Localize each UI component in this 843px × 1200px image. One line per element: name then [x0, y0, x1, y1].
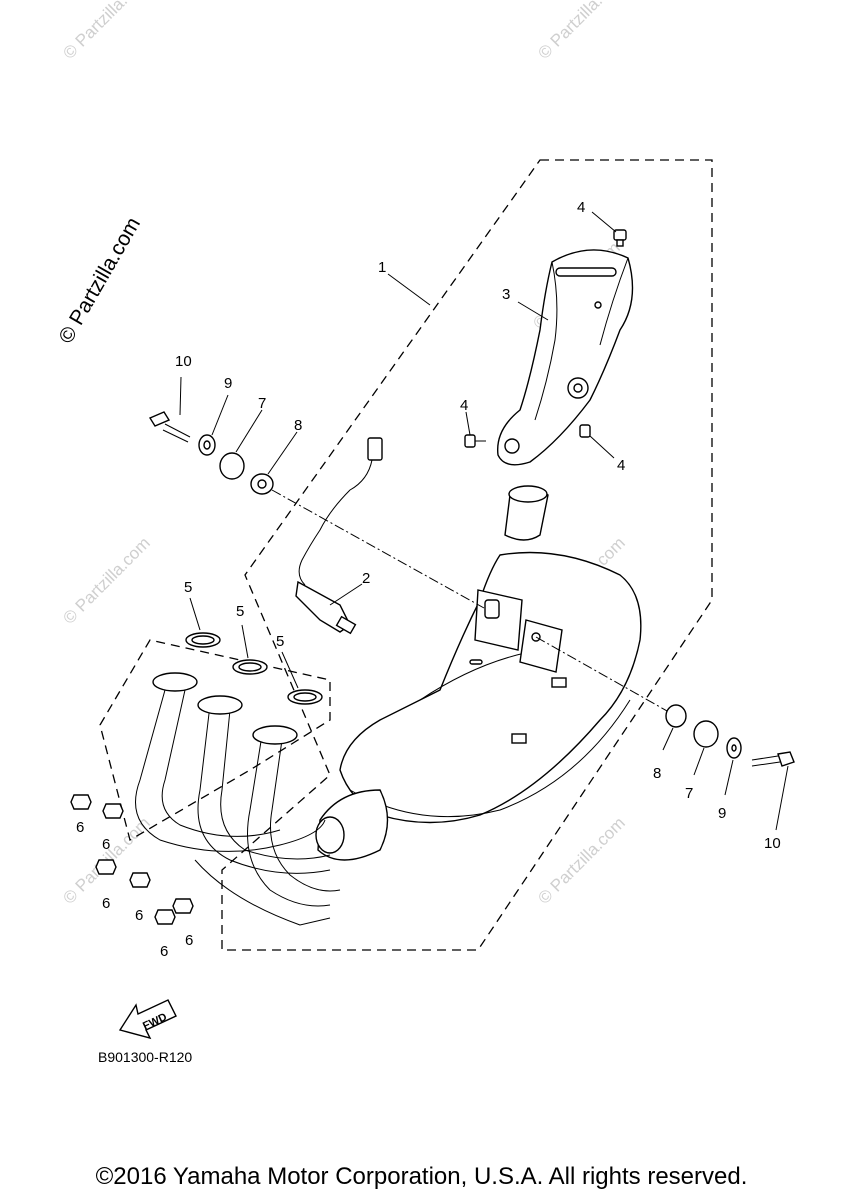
- gaskets-5: [185, 632, 323, 705]
- callout-8: 8: [653, 765, 661, 782]
- diagram-code: B901300-R120: [98, 1049, 193, 1065]
- bolt-4-right: [579, 424, 591, 438]
- fwd-arrow-icon: FWD: [118, 999, 177, 1040]
- muffler-body: [315, 485, 642, 861]
- callout-numbers: 1 2 3 4 4 4 5 5 5 6 6 6 6 6 6 7 7 8 8 9 …: [76, 199, 781, 960]
- leader-lines: [179, 211, 789, 831]
- callout-7: 7: [685, 785, 693, 802]
- callout-6: 6: [135, 907, 143, 924]
- callout-7: 7: [258, 395, 266, 412]
- callout-1: 1: [378, 259, 386, 276]
- callout-4: 4: [460, 397, 468, 414]
- nuts-6: [70, 794, 194, 925]
- assembly-boundary: [221, 159, 713, 951]
- bolt-4-top: [613, 229, 627, 247]
- callout-6: 6: [185, 932, 193, 949]
- callout-4: 4: [617, 457, 625, 474]
- watermark-faint: © Partzilla.com: [59, 0, 153, 63]
- watermark-faint: © Partzilla.com: [534, 813, 628, 907]
- header-pipes: [135, 672, 341, 926]
- watermark-main: © Partzilla.com: [54, 213, 145, 347]
- callout-5: 5: [276, 633, 284, 650]
- callout-9: 9: [224, 375, 232, 392]
- oxygen-sensor: [295, 437, 383, 635]
- callout-5: 5: [184, 579, 192, 596]
- callout-4: 4: [577, 199, 585, 216]
- watermark-faint: © Partzilla.com: [59, 533, 153, 627]
- heat-protector: [496, 249, 634, 466]
- callout-6: 6: [102, 836, 110, 853]
- bolt-4-left: [464, 434, 486, 448]
- callout-2: 2: [362, 570, 370, 587]
- copyright-footer: ©2016 Yamaha Motor Corporation, U.S.A. A…: [95, 1163, 748, 1190]
- mount-hardware-right: [535, 636, 795, 767]
- callout-10: 10: [175, 353, 192, 370]
- watermark-faint: © Partzilla.com: [534, 0, 628, 63]
- callout-5: 5: [236, 603, 244, 620]
- callout-6: 6: [76, 819, 84, 836]
- callout-6: 6: [160, 943, 168, 960]
- callout-6: 6: [102, 895, 110, 912]
- callout-8: 8: [294, 417, 302, 434]
- callout-10: 10: [764, 835, 781, 852]
- callout-3: 3: [502, 286, 510, 303]
- mount-hardware-left: [148, 411, 485, 609]
- callout-9: 9: [718, 805, 726, 822]
- header-pipe-boundary: [99, 639, 331, 841]
